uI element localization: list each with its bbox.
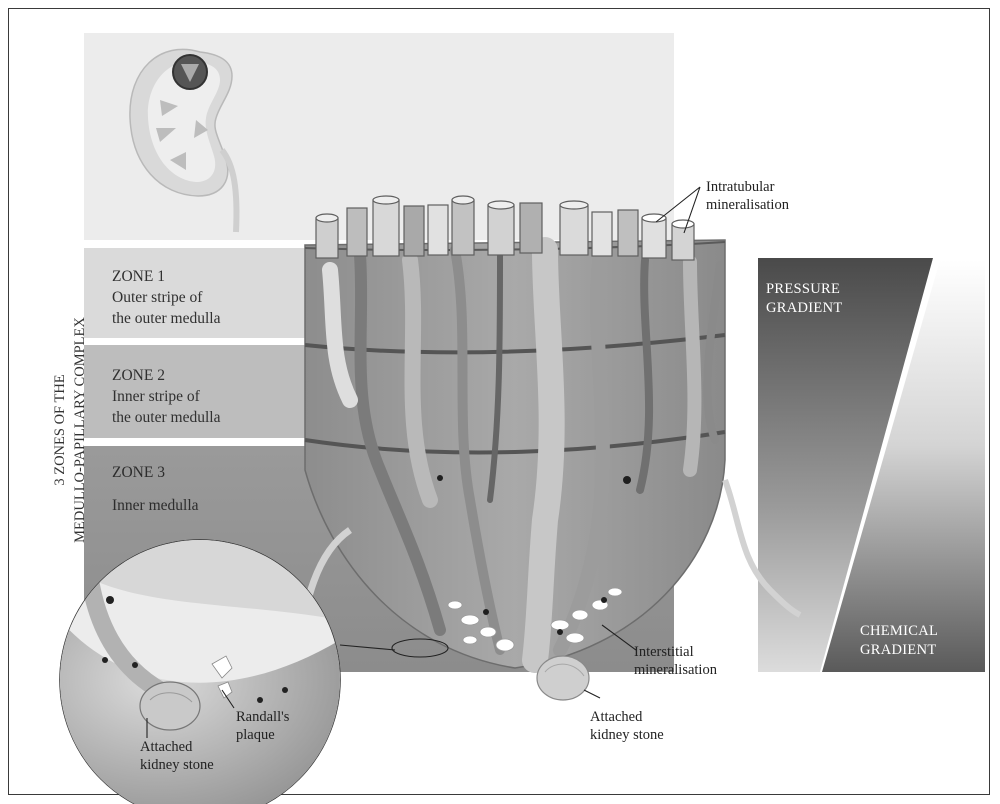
kidney-icon — [130, 49, 237, 232]
intratubular-callout: Intratubular mineralisation — [706, 178, 789, 214]
zone-3-label: ZONE 3 Inner medulla — [112, 462, 199, 516]
zone-2-label: ZONE 2 Inner stripe of the outer medulla — [112, 365, 220, 428]
zone-3-title: ZONE 3 — [112, 462, 199, 483]
pressure-line1: PRESSURE — [766, 280, 843, 299]
inset-connector — [340, 645, 395, 650]
randall-plaque-callout: Randall's plaque — [236, 708, 289, 744]
inset-stone-line1: Attached — [140, 738, 214, 756]
zone-3-line1: Inner medulla — [112, 495, 199, 516]
papilla-stone — [537, 656, 589, 700]
randall-line2: plaque — [236, 726, 289, 744]
zone-2-title: ZONE 2 — [112, 365, 220, 386]
zone-2-line2: the outer medulla — [112, 407, 220, 428]
side-title-line2: MEDULLO-PAPILLARY COMPLEX — [72, 317, 88, 543]
intratubular-line2: mineralisation — [706, 196, 789, 214]
stone-leader — [584, 690, 600, 698]
zone-1-label: ZONE 1 Outer stripe of the outer medulla — [112, 266, 220, 329]
inset-stone-callout: Attached kidney stone — [140, 738, 214, 774]
zone-2-line1: Inner stripe of — [112, 386, 220, 407]
intratubular-line1: Intratubular — [706, 178, 789, 196]
interstitial-line2: mineralisation — [634, 661, 717, 679]
side-title-line1: 3 ZONES OF THE — [52, 374, 68, 485]
attached-stone-callout: Attached kidney stone — [590, 708, 664, 744]
zone-1-title: ZONE 1 — [112, 266, 220, 287]
chemical-line1: CHEMICAL — [860, 622, 938, 641]
chemical-gradient-label: CHEMICAL GRADIENT — [860, 622, 938, 660]
zone-1-line2: the outer medulla — [112, 308, 220, 329]
attached-stone-line1: Attached — [590, 708, 664, 726]
chemical-line2: GRADIENT — [860, 641, 938, 660]
zone-1-line1: Outer stripe of — [112, 287, 220, 308]
pressure-gradient-label: PRESSURE GRADIENT — [766, 280, 843, 318]
randall-line1: Randall's — [236, 708, 289, 726]
pressure-line2: GRADIENT — [766, 299, 843, 318]
attached-stone-line2: kidney stone — [590, 726, 664, 744]
interstitial-line1: Interstitial — [634, 643, 717, 661]
inset-stone — [140, 682, 200, 730]
inset-stone-line2: kidney stone — [140, 756, 214, 774]
medulla-block — [305, 196, 725, 700]
interstitial-callout: Interstitial mineralisation — [634, 643, 717, 679]
